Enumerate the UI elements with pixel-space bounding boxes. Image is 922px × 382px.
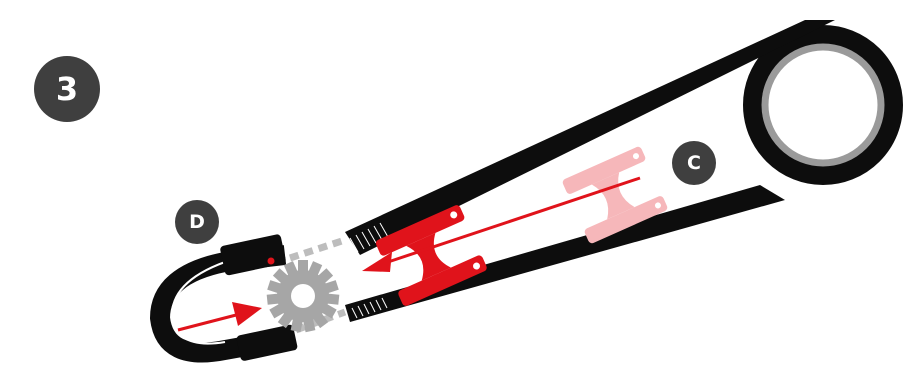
tensioner-ghost <box>562 146 668 244</box>
label-d-badge: D <box>175 200 219 244</box>
belt-lower-run <box>345 185 785 322</box>
sprocket-icon <box>266 260 340 333</box>
step-number-badge: 3 <box>34 56 100 122</box>
tensioner-icon <box>375 205 487 306</box>
label-c-badge: C <box>672 141 716 185</box>
rear-pulley <box>743 25 903 185</box>
guide-lines <box>288 236 347 334</box>
belt-upper-run <box>345 20 835 255</box>
belt-teeth <box>349 222 389 319</box>
belt-front-loop <box>149 234 298 363</box>
direction-arrow-icon <box>177 176 641 332</box>
